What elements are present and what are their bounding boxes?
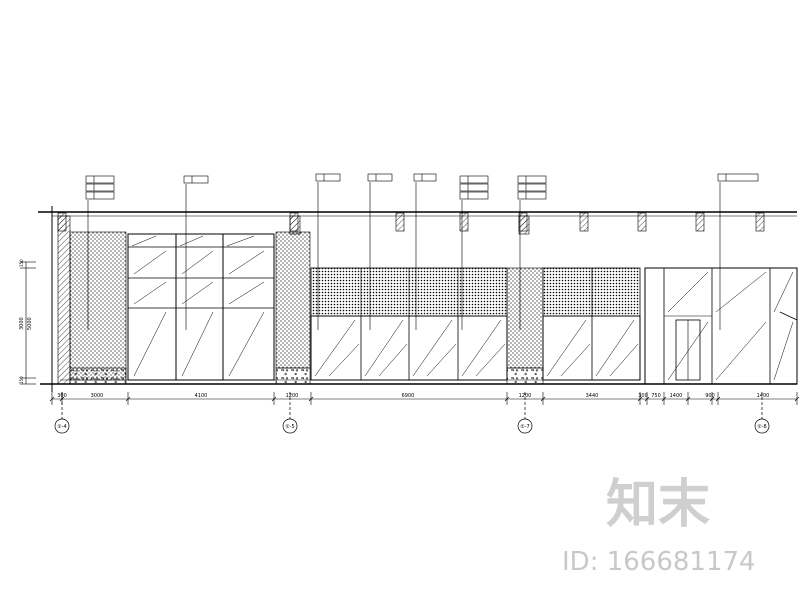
dimension-label: 300 — [638, 393, 648, 399]
ceiling-line — [38, 206, 797, 392]
glass-reflection-line — [181, 311, 214, 377]
glass-reflection-line — [133, 250, 167, 275]
glass-reflection-line — [364, 319, 404, 377]
callout-7-box — [517, 191, 547, 200]
callout-7-box — [517, 183, 547, 192]
callout-6-box — [459, 175, 489, 184]
glass-reflection-line — [667, 271, 709, 313]
glass-reflection-line — [426, 343, 457, 377]
glass-reflection-line — [328, 343, 360, 377]
dimension-label: 3440 — [586, 393, 599, 399]
axis-label: ②-8 — [757, 424, 766, 430]
callout-1-box — [85, 183, 115, 192]
axis-markers: ②-4 ②-5 ②-7 ②-8 — [54, 392, 770, 434]
callout-4-box — [367, 173, 393, 182]
watermark-logo: 知末 — [606, 475, 710, 535]
glass-reflection-line — [314, 319, 356, 377]
glass-reflection-line — [181, 281, 214, 305]
left-dimension: 150 3000 5000 150 — [19, 259, 36, 385]
glass-reflection-line — [773, 321, 794, 381]
dimension-label: 1200 — [519, 393, 532, 399]
dimension-labels: 300 3000 4100 1200 6900 1200 3440 300 75… — [57, 393, 769, 399]
callout-8-box — [717, 173, 759, 182]
glass-reflection-line — [228, 311, 265, 377]
watermark: 知末 ID: 166681174 — [562, 475, 756, 577]
glass-reflection-line — [560, 343, 591, 377]
glass-reflection-line — [133, 281, 167, 305]
glass-reflection-line — [667, 321, 709, 381]
axis-bubble — [54, 418, 70, 434]
ceiling-hanger — [579, 212, 589, 232]
glass-reflection-line — [715, 321, 767, 381]
glass-reflection-line — [228, 250, 265, 275]
axis-label: ②-5 — [285, 424, 294, 430]
dimension-left-3: 150 — [19, 376, 24, 384]
axis-bubble — [282, 418, 298, 434]
glass-reflection-line — [228, 281, 265, 305]
callout-2-box — [183, 175, 209, 184]
dimension-label: 4100 — [195, 393, 208, 399]
glass-reflection-line — [546, 319, 587, 377]
dimension-label: 900 — [705, 393, 715, 399]
ceiling-hanger — [395, 212, 405, 232]
glass-reflection-line — [133, 311, 167, 377]
glass-reflection-line — [378, 343, 408, 377]
ceiling-hanger — [755, 212, 765, 232]
glass-reflection-line — [412, 319, 453, 377]
storefront-right — [542, 267, 641, 381]
glass-reflection-line — [773, 271, 794, 313]
glass-reflection-line — [475, 343, 506, 377]
stone-column-3 — [506, 215, 544, 385]
glass-reflection-line — [131, 235, 157, 247]
dimension-label: 1200 — [286, 393, 299, 399]
entrance-glazing — [644, 267, 798, 385]
glass-reflection-line — [595, 319, 635, 377]
floor-line — [40, 379, 797, 385]
glass-reflection-line — [181, 250, 214, 275]
glass-reflection-line — [179, 235, 204, 247]
stone-column-1 — [57, 215, 127, 385]
callout-3-box — [315, 173, 341, 182]
storefront-middle — [310, 267, 508, 381]
callout-1-box — [85, 175, 115, 184]
dimension-left-0: 150 — [19, 259, 24, 267]
callout-7-box — [517, 175, 547, 184]
stone-column-2 — [275, 215, 311, 385]
dimension-label: 300 — [57, 393, 67, 399]
dimension-label: 3000 — [91, 393, 104, 399]
axis-bubble — [754, 418, 770, 434]
callouts — [85, 173, 759, 330]
callout-6-box — [459, 191, 489, 200]
glass-reflection-line — [609, 343, 639, 377]
dimension-label: 1400 — [670, 393, 683, 399]
ceiling-hanger — [637, 212, 647, 232]
callout-6-box — [459, 183, 489, 192]
callout-5-box — [413, 173, 437, 182]
dimension-left-1: 3000 — [19, 317, 25, 330]
curtain-wall-left — [127, 233, 275, 381]
dimension-label: 1400 — [757, 393, 770, 399]
callout-1-box — [85, 191, 115, 200]
dimension-label: 750 — [651, 393, 661, 399]
axis-bubble — [517, 418, 533, 434]
axis-label: ②-4 — [57, 424, 66, 430]
dimension-label: 6900 — [402, 393, 415, 399]
dimension-left-2: 5000 — [27, 317, 33, 330]
bottom-dimension-chain — [49, 392, 800, 405]
glass-reflection-line — [461, 319, 502, 377]
ceiling-hanger — [695, 212, 705, 232]
glass-reflection-line — [226, 235, 255, 247]
glass-reflection-line — [715, 271, 767, 313]
axis-label: ②-7 — [520, 424, 529, 430]
ceiling-hanger — [459, 212, 469, 232]
watermark-id: ID: 166681174 — [562, 547, 756, 577]
